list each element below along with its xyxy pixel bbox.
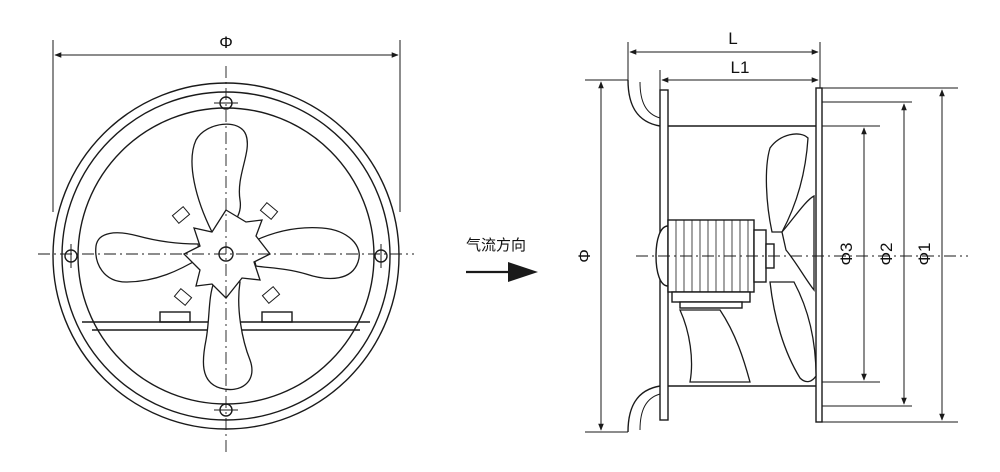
airflow-arrow-head xyxy=(508,262,538,282)
hub-brackets xyxy=(171,201,281,307)
flange-right xyxy=(815,87,823,423)
front-centerlines xyxy=(38,66,414,452)
airflow-direction-label: 气流方向 xyxy=(466,237,526,254)
length-label: L xyxy=(728,29,737,48)
bolt-hole-right xyxy=(374,244,388,268)
diameter2-label: Φ2 xyxy=(877,242,896,265)
inlet-bell-top xyxy=(627,79,661,127)
mount-foot-right xyxy=(261,311,293,323)
inlet-bell-bottom xyxy=(627,385,661,433)
side-blades xyxy=(678,133,817,383)
mount-foot-left xyxy=(159,311,191,323)
motor-base xyxy=(671,291,751,303)
diameter3-label: Φ3 xyxy=(837,242,856,265)
front-view xyxy=(38,40,414,452)
length1-label: L1 xyxy=(731,58,750,77)
airflow-arrow xyxy=(466,262,538,282)
diameter1-label: Φ1 xyxy=(915,242,934,265)
side-diameter-label: Φ xyxy=(575,249,594,263)
bolt-hole-left xyxy=(64,244,78,268)
side-view xyxy=(585,42,968,433)
fan-blades xyxy=(95,123,360,391)
front-diameter-label: Φ xyxy=(219,33,233,52)
motor xyxy=(655,219,775,309)
